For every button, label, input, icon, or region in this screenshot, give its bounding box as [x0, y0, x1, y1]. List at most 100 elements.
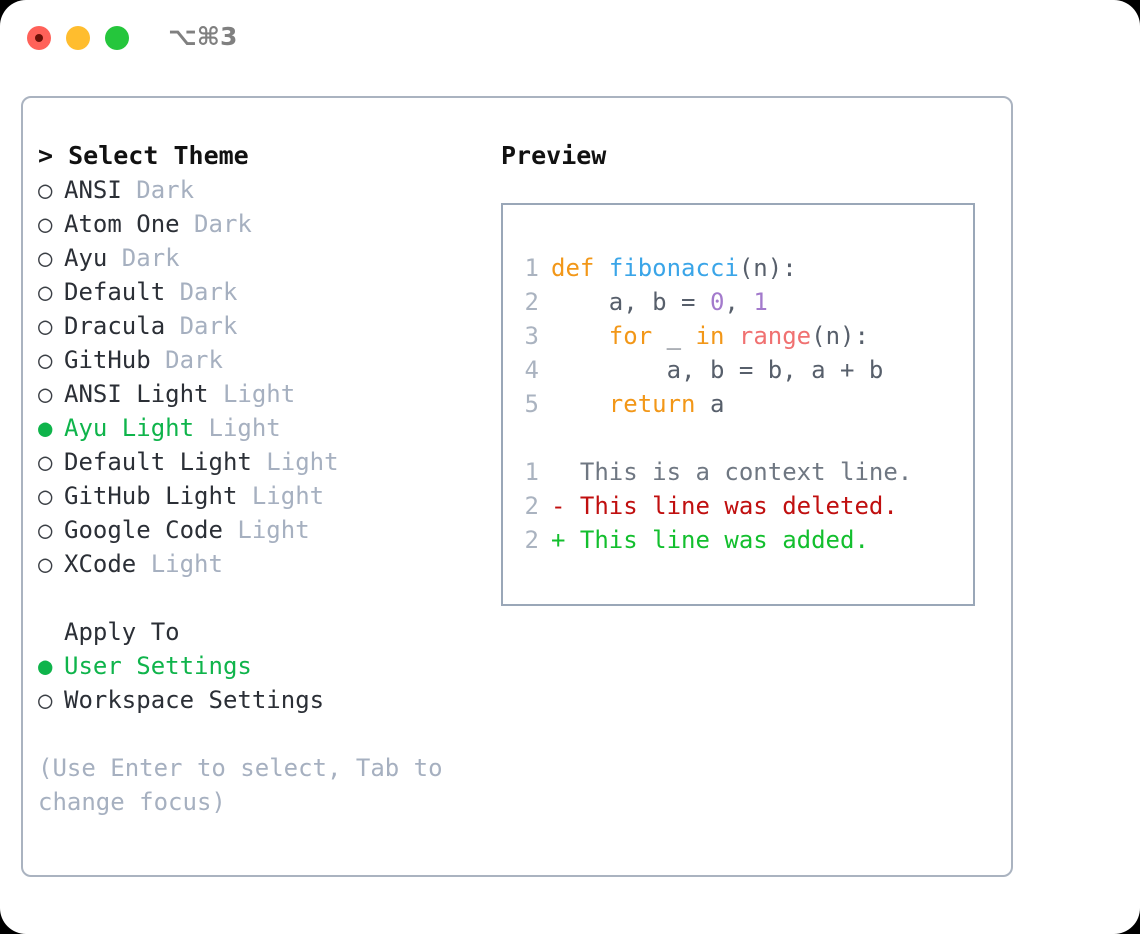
radio-unselected-icon: ○: [38, 482, 53, 510]
theme-option-github[interactable]: ○GitHub Dark: [38, 343, 488, 377]
theme-option-name: XCode: [64, 550, 137, 578]
code-token-pl: [551, 322, 609, 350]
code-token-pl: a: [695, 390, 725, 418]
theme-option-xcode[interactable]: ○ XCode Light: [38, 547, 488, 581]
theme-option-variant: Light: [222, 516, 310, 544]
code-text: def fibonacci(n):: [551, 251, 797, 285]
diff-sample: 1 This is a context line.2- This line wa…: [517, 455, 973, 557]
preview-heading: Preview: [501, 141, 607, 170]
theme-option-google-code[interactable]: ○ Google Code Light: [38, 513, 488, 547]
title-bar: ⌥⌘3: [0, 0, 1140, 76]
theme-option-ayu-light[interactable]: ●Ayu Light Light: [38, 411, 488, 445]
code-token-fn: fibonacci: [608, 254, 739, 282]
diff-marker: +: [551, 526, 580, 554]
line-number: 1: [524, 458, 539, 486]
apply-to-heading: Apply To: [64, 618, 180, 646]
code-token-kw: in: [695, 322, 725, 350]
theme-option-atom-one[interactable]: ○Atom One Dark: [38, 207, 488, 241]
apply-to-option-workspace-settings[interactable]: ○ Workspace Settings: [38, 683, 488, 717]
zoom-button-icon[interactable]: [105, 26, 129, 50]
theme-option-github-light[interactable]: ○GitHub Light Light: [38, 479, 488, 513]
diff-text: This line was deleted.: [579, 492, 898, 520]
code-token-pl: (n):: [738, 254, 797, 282]
theme-option-default[interactable]: ○ Default Dark: [38, 275, 488, 309]
radio-unselected-icon: ○: [38, 346, 53, 374]
line-number: 2: [524, 492, 539, 520]
line-number: 4: [524, 356, 539, 384]
theme-option-variant: Light: [136, 550, 223, 578]
select-theme-heading: > Select Theme: [38, 141, 249, 170]
theme-option-ansi[interactable]: ○ ANSI Dark: [38, 173, 488, 207]
theme-option-dracula[interactable]: ○Dracula Dark: [38, 309, 488, 343]
code-token-pl: [551, 390, 609, 418]
radio-unselected-icon: ○: [38, 448, 53, 476]
diff-line-ctx: 1 This is a context line.: [517, 455, 973, 489]
theme-option-variant: Light: [237, 482, 325, 510]
theme-option-default-light[interactable]: ○ Default Light Light: [38, 445, 488, 479]
code-text: return a: [551, 387, 725, 421]
keyboard-shortcut-label: ⌥⌘3: [168, 22, 238, 51]
theme-option-name: ANSI: [64, 176, 122, 204]
code-token-pl: [724, 322, 738, 350]
apply-to-option-name: Workspace Settings: [64, 686, 325, 714]
radio-unselected-icon: ○: [38, 516, 53, 544]
theme-option-variant: Light: [194, 414, 281, 442]
apply-to-option-user-settings[interactable]: ●User Settings: [38, 649, 488, 683]
code-token-pl: _: [652, 322, 696, 350]
code-line: 2 a, b = 0, 1: [517, 285, 973, 319]
code-token-kw: return: [608, 390, 696, 418]
line-number: 3: [524, 322, 539, 350]
code-token-pl: [594, 254, 608, 282]
line-number: 5: [524, 390, 539, 418]
code-line: 4 a, b = b, a + b: [517, 353, 973, 387]
code-text: a, b = b, a + b: [551, 353, 884, 387]
diff-line-add: 2+ This line was added.: [517, 523, 973, 557]
diff-text: This line was added.: [579, 526, 869, 554]
code-text: for _ in range(n):: [551, 319, 869, 353]
theme-option-variant: Light: [208, 380, 296, 408]
theme-option-name: ANSI Light: [64, 380, 209, 408]
line-number: 2: [524, 288, 539, 316]
theme-option-variant: Dark: [107, 244, 180, 272]
radio-unselected-icon: ○: [38, 244, 53, 272]
code-token-kw: for: [608, 322, 653, 350]
minimize-button-icon[interactable]: [66, 26, 90, 50]
traffic-lights: [27, 26, 129, 50]
code-token-num: 0: [709, 288, 725, 316]
theme-option-name: Dracula: [64, 312, 166, 340]
radio-unselected-icon: ○: [38, 176, 53, 204]
keyboard-hint: (Use Enter to select, Tab to change focu…: [38, 754, 458, 816]
diff-marker: [551, 455, 580, 489]
code-text: a, b = 0, 1: [551, 285, 768, 319]
radio-unselected-icon: ○: [38, 686, 53, 714]
diff-line-del: 2- This line was deleted.: [517, 489, 973, 523]
theme-option-ayu[interactable]: ○ Ayu Dark: [38, 241, 488, 275]
theme-picker-panel: > Select Theme ○ANSI Dark○Atom One Dark○…: [21, 96, 1013, 877]
theme-list-column: > Select Theme ○ANSI Dark○Atom One Dark○…: [38, 139, 488, 819]
code-diff-spacer: [517, 421, 973, 455]
theme-option-variant: Dark: [165, 312, 238, 340]
theme-option-variant: Dark: [165, 278, 238, 306]
radio-unselected-icon: ○: [38, 550, 53, 578]
theme-option-list: ○ ANSI Dark ○ Atom One Dark ○ Ayu Dark ○ Defaul…: [38, 173, 488, 581]
code-token-pl: (n):: [811, 322, 869, 350]
close-button-icon[interactable]: [27, 26, 51, 50]
theme-option-name: Atom One: [64, 210, 180, 238]
code-token-num: 1: [753, 288, 768, 316]
code-token-pl: a, b =: [551, 288, 710, 316]
theme-option-variant: Dark: [121, 176, 195, 204]
theme-option-variant: Light: [251, 448, 339, 476]
radio-unselected-icon: ○: [38, 210, 53, 238]
radio-unselected-icon: ○: [38, 278, 53, 306]
theme-option-ansi-light[interactable]: ○ ANSI Light Light: [38, 377, 488, 411]
code-line: 3 for _ in range(n):: [517, 319, 973, 353]
theme-option-name: GitHub: [64, 346, 151, 374]
theme-option-name: Google Code: [64, 516, 223, 544]
theme-option-name: Default Light: [64, 448, 252, 476]
diff-marker: -: [551, 492, 580, 520]
radio-unselected-icon: ○: [38, 380, 53, 408]
theme-option-name: Ayu: [64, 244, 108, 272]
theme-option-name: Default: [64, 278, 166, 306]
